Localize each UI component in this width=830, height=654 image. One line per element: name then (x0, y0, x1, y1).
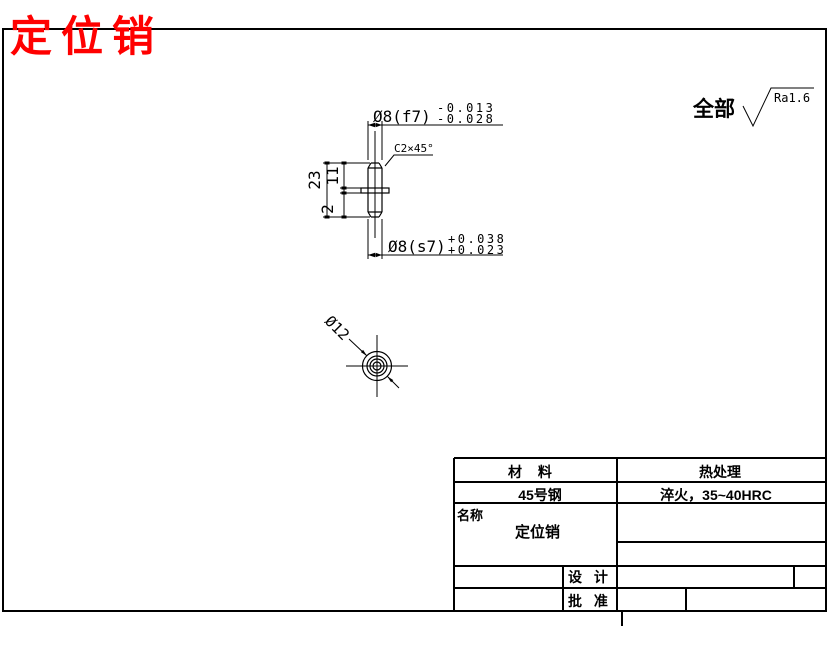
bottom-view: Ø12 (321, 312, 408, 397)
arrow-icon (375, 122, 382, 128)
arrow-icon (368, 252, 375, 258)
leader-line (384, 154, 433, 167)
surface-roughness-note: 全部 Ra1.6 (692, 87, 814, 128)
page-title: 定位销 (10, 13, 163, 60)
arrow-icon (360, 349, 367, 356)
material-label: 材 料 (508, 464, 558, 480)
chamfer-callout: C2×45° (384, 142, 434, 167)
roughness-scope-label: 全部 (692, 97, 735, 121)
title-block: 材 料 热处理 45号钢 淬火，35~40HRC 名称 定位销 设 计 批 准 (453, 457, 826, 611)
front-view: Ø8(f7) -0.013 -0.028 C2×45° 23 11 2 (305, 101, 506, 259)
designer-label: 设 计 (568, 569, 612, 585)
dim-text: Ø12 (321, 312, 353, 344)
material-value: 45号钢 (518, 487, 562, 503)
arrow-icon (387, 376, 394, 383)
dim-lengths: 23 11 2 (305, 161, 370, 219)
dim-bottom-diameter: Ø8(s7) +0.038 +0.023 (367, 219, 506, 259)
dim-text: Ø8(s7) (388, 237, 446, 256)
heat-treatment-value: 淬火，35~40HRC (660, 487, 772, 503)
name-label: 名称 (457, 508, 483, 523)
dim-upper-text: 11 (323, 166, 342, 185)
dim-flange-text: 2 (318, 204, 337, 214)
heat-treatment-label: 热处理 (699, 464, 741, 480)
tolerance-lower: -0.028 (437, 112, 495, 126)
arrow-icon (375, 252, 382, 258)
chamfer-text: C2×45° (394, 142, 434, 155)
pin-outline (360, 131, 390, 238)
roughness-symbol-icon (742, 87, 814, 128)
tolerance-lower: +0.023 (448, 243, 506, 257)
tolerance-upper: +0.038 (448, 232, 506, 246)
roughness-value: Ra1.6 (774, 91, 810, 105)
approver-label: 批 准 (568, 593, 612, 609)
tolerance-upper: -0.013 (437, 101, 495, 115)
dim-overall-text: 23 (305, 170, 324, 189)
arrow-icon (368, 122, 375, 128)
dim-flange-diameter: Ø12 (321, 312, 400, 389)
center-crosshair (346, 335, 408, 397)
part-name: 定位销 (515, 523, 560, 541)
dim-text: Ø8(f7) (373, 107, 431, 126)
dim-top-diameter: Ø8(f7) -0.013 -0.028 (367, 101, 503, 160)
sheet-border (2, 28, 827, 612)
